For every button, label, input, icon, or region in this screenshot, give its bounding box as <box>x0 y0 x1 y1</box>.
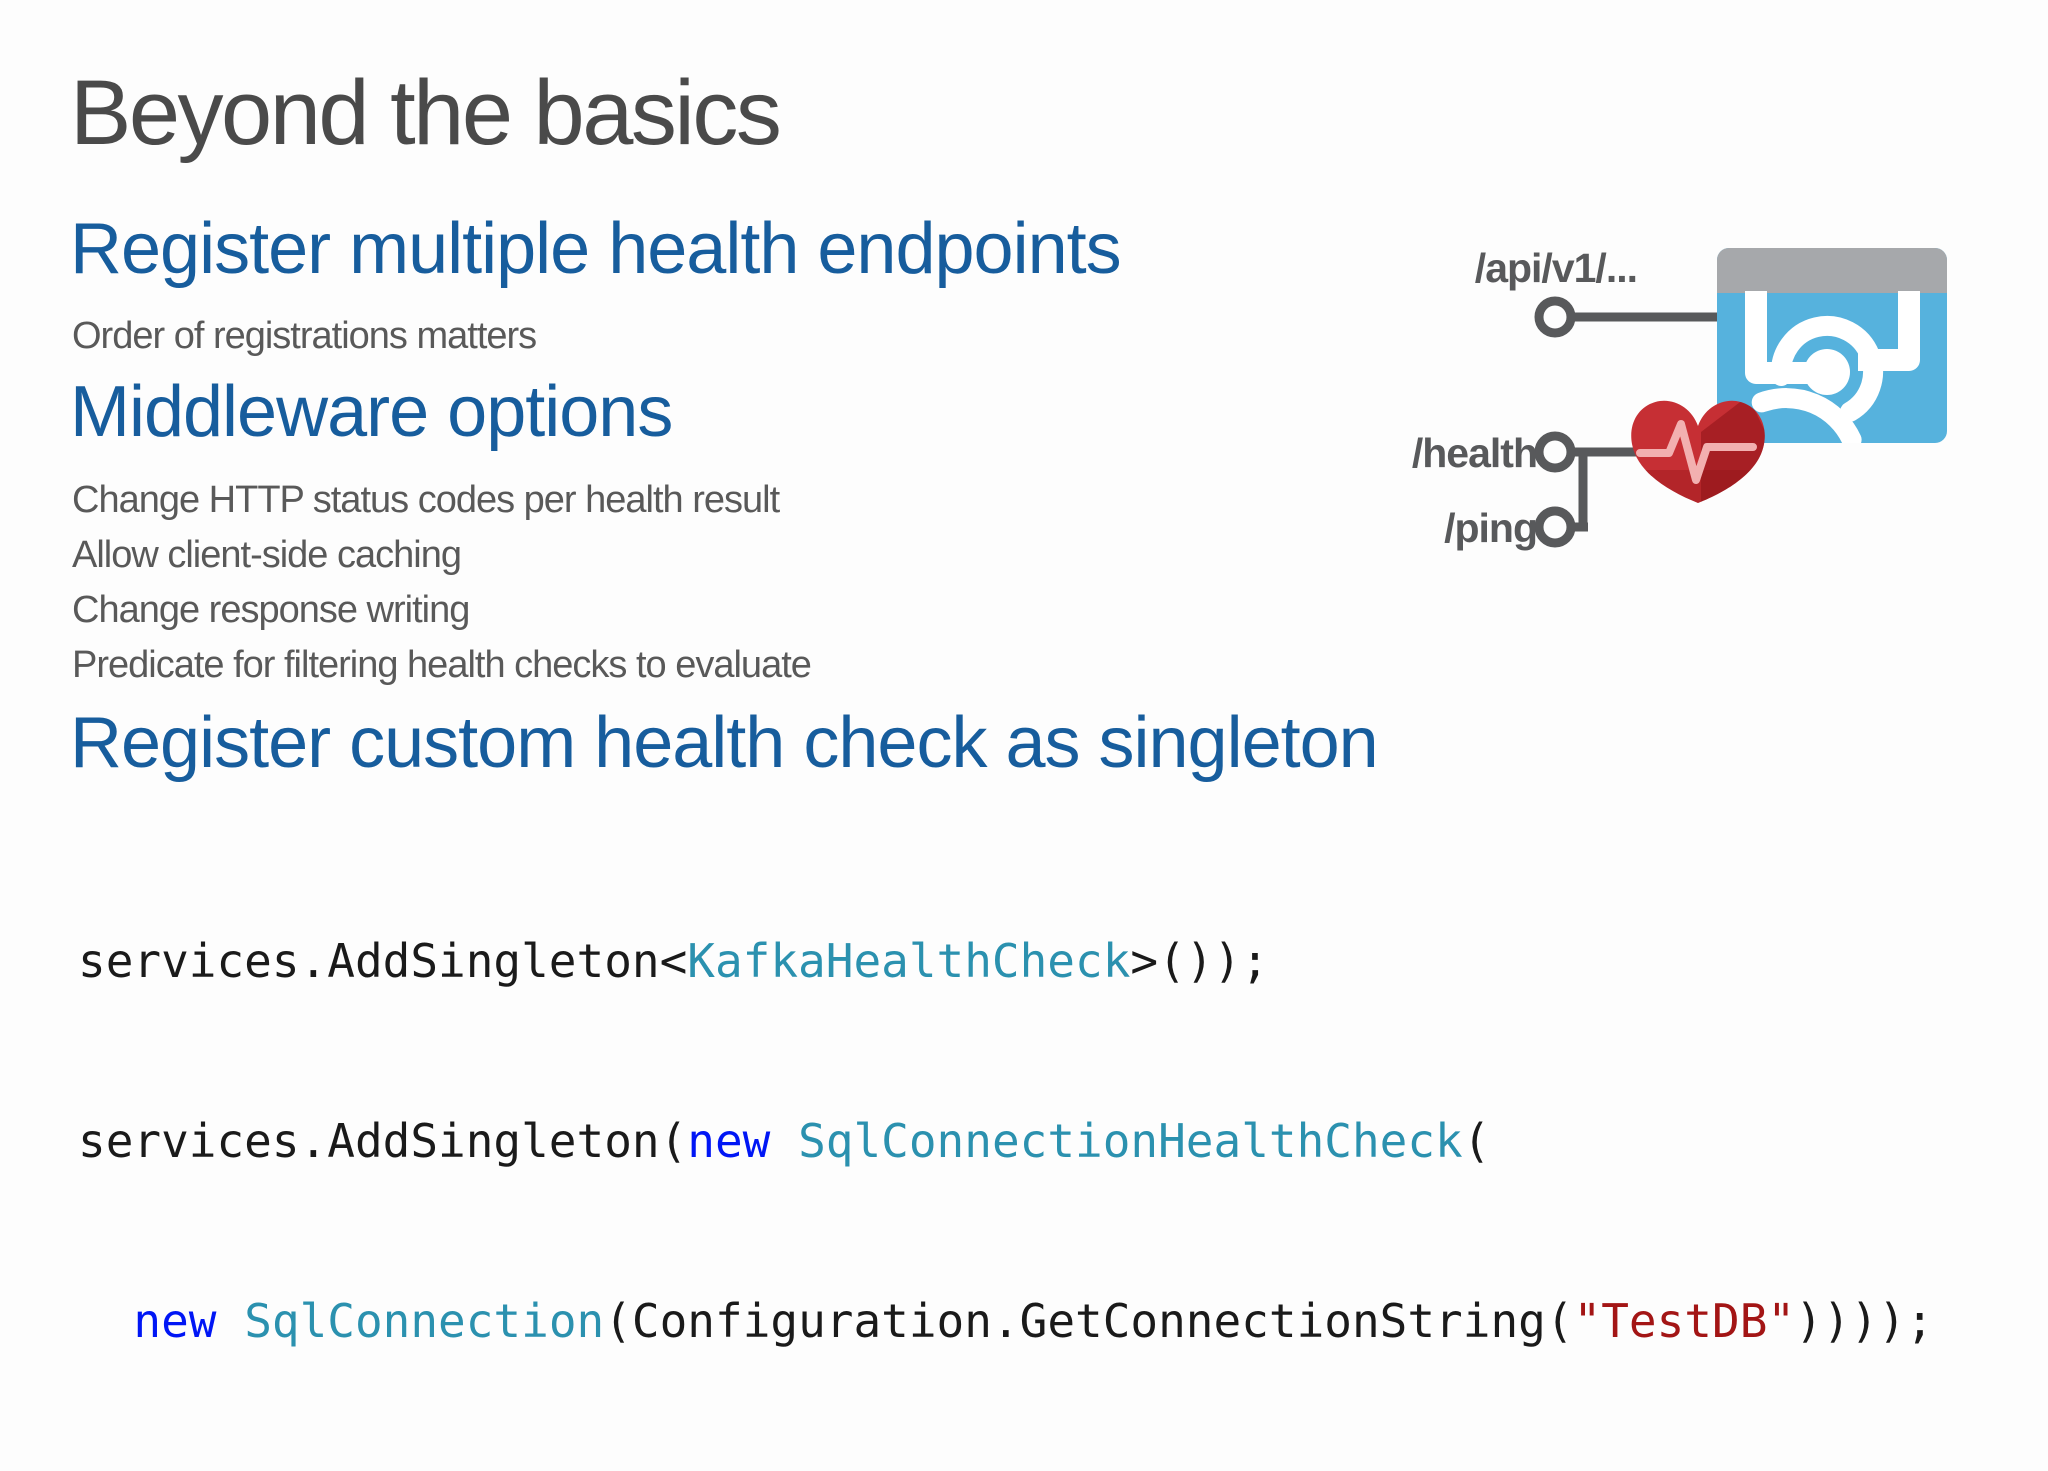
bullet-response-writing: Change response writing <box>72 589 470 631</box>
slide-title: Beyond the basics <box>70 62 782 164</box>
code-token: services.AddSingleton< <box>78 934 688 988</box>
section-heading-register-endpoints: Register multiple health endpoints <box>70 209 1122 289</box>
section-heading-middleware-options: Middleware options <box>70 372 673 452</box>
api-endpoint-node <box>1534 296 1576 338</box>
bullet-status-codes: Change HTTP status codes per health resu… <box>72 479 780 521</box>
code-token: "TestDB" <box>1573 1294 1796 1348</box>
app-window-icon <box>1717 248 1947 443</box>
bullet-client-side-caching: Allow client-side caching <box>72 534 462 576</box>
presentation-slide: Beyond the basics Register multiple heal… <box>70 62 1947 1348</box>
bullet-order-of-registrations: Order of registrations matters <box>72 315 537 357</box>
load-balancer-glyph <box>1745 291 1920 443</box>
endpoints-diagram: /api/v1/... /health /ping <box>1412 245 1947 551</box>
code-token <box>78 1294 133 1348</box>
middleware-bullet-list: Change HTTP status codes per health resu… <box>72 473 812 693</box>
code-token: KafkaHealthCheck <box>687 934 1131 988</box>
code-block: services.AddSingleton<KafkaHealthCheck>(… <box>78 811 1934 1471</box>
code-token: services.AddSingleton( <box>78 1114 688 1168</box>
bullet-predicate-filtering: Predicate for filtering health checks to… <box>72 644 812 686</box>
code-token: new <box>133 1294 217 1348</box>
health-endpoint-node <box>1534 431 1576 473</box>
code-token <box>216 1294 244 1348</box>
code-line-2: services.AddSingleton(new SqlConnectionH… <box>78 1111 1934 1171</box>
endpoint-label-health: /health <box>1412 430 1537 476</box>
endpoint-label-ping: /ping <box>1444 505 1537 551</box>
code-token: new <box>687 1114 771 1168</box>
code-token: >()); <box>1130 934 1269 988</box>
code-line-1: services.AddSingleton<KafkaHealthCheck>(… <box>78 931 1934 991</box>
code-line-3: new SqlConnection(Configuration.GetConne… <box>78 1291 1934 1351</box>
code-token: )))); <box>1795 1294 1934 1348</box>
code-token <box>770 1114 798 1168</box>
code-token: SqlConnection <box>244 1294 605 1348</box>
section-heading-custom-singleton: Register custom health check as singleto… <box>70 703 1379 783</box>
code-token: (Configuration.GetConnectionString( <box>604 1294 1574 1348</box>
code-token: ( <box>1462 1114 1491 1168</box>
code-token: SqlConnectionHealthCheck <box>798 1114 1463 1168</box>
endpoint-label-api: /api/v1/... <box>1475 245 1637 291</box>
health-heart-icon <box>1631 400 1765 503</box>
ping-endpoint-node <box>1534 506 1576 548</box>
